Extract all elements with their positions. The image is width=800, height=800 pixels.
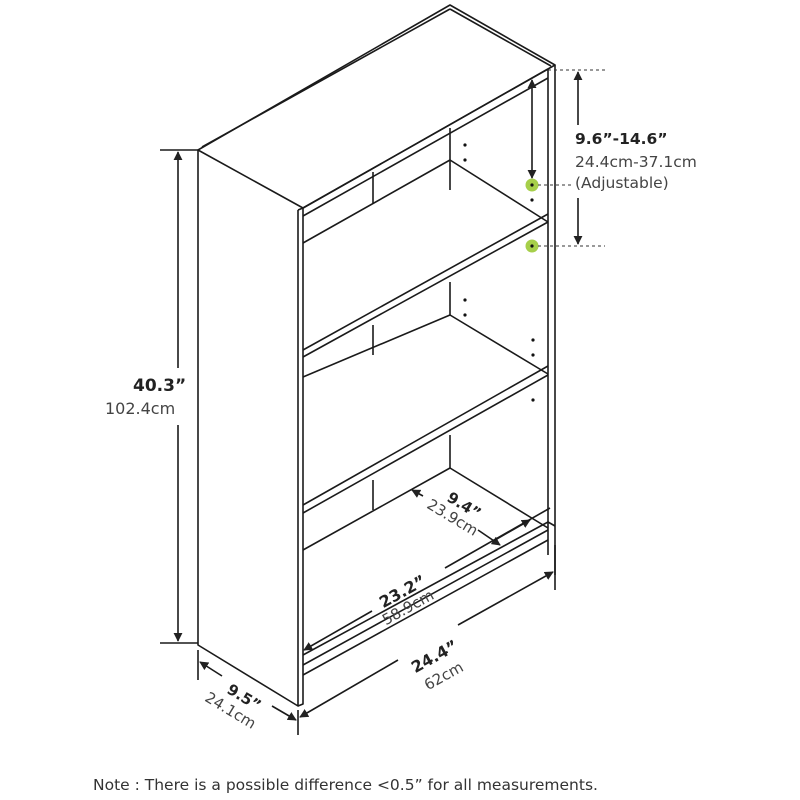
bookcase-outline <box>197 4 556 707</box>
shelf-gap-imperial-label: 9.6”-14.6” <box>575 130 668 148</box>
shelf-gap-adjustable-note: (Adjustable) <box>575 174 669 192</box>
dashed-guides <box>538 69 605 247</box>
height-imperial-label: 40.3” <box>133 376 187 396</box>
height-metric-label: 102.4cm <box>105 399 176 418</box>
measurement-footnote: Note : There is a possible difference <0… <box>93 776 598 794</box>
shelf-pin-holes <box>463 143 535 402</box>
dimension-lines <box>160 71 583 735</box>
adjustable-marker-icons <box>525 178 539 253</box>
shelf-gap-metric-label: 24.4cm-37.1cm <box>575 153 697 171</box>
